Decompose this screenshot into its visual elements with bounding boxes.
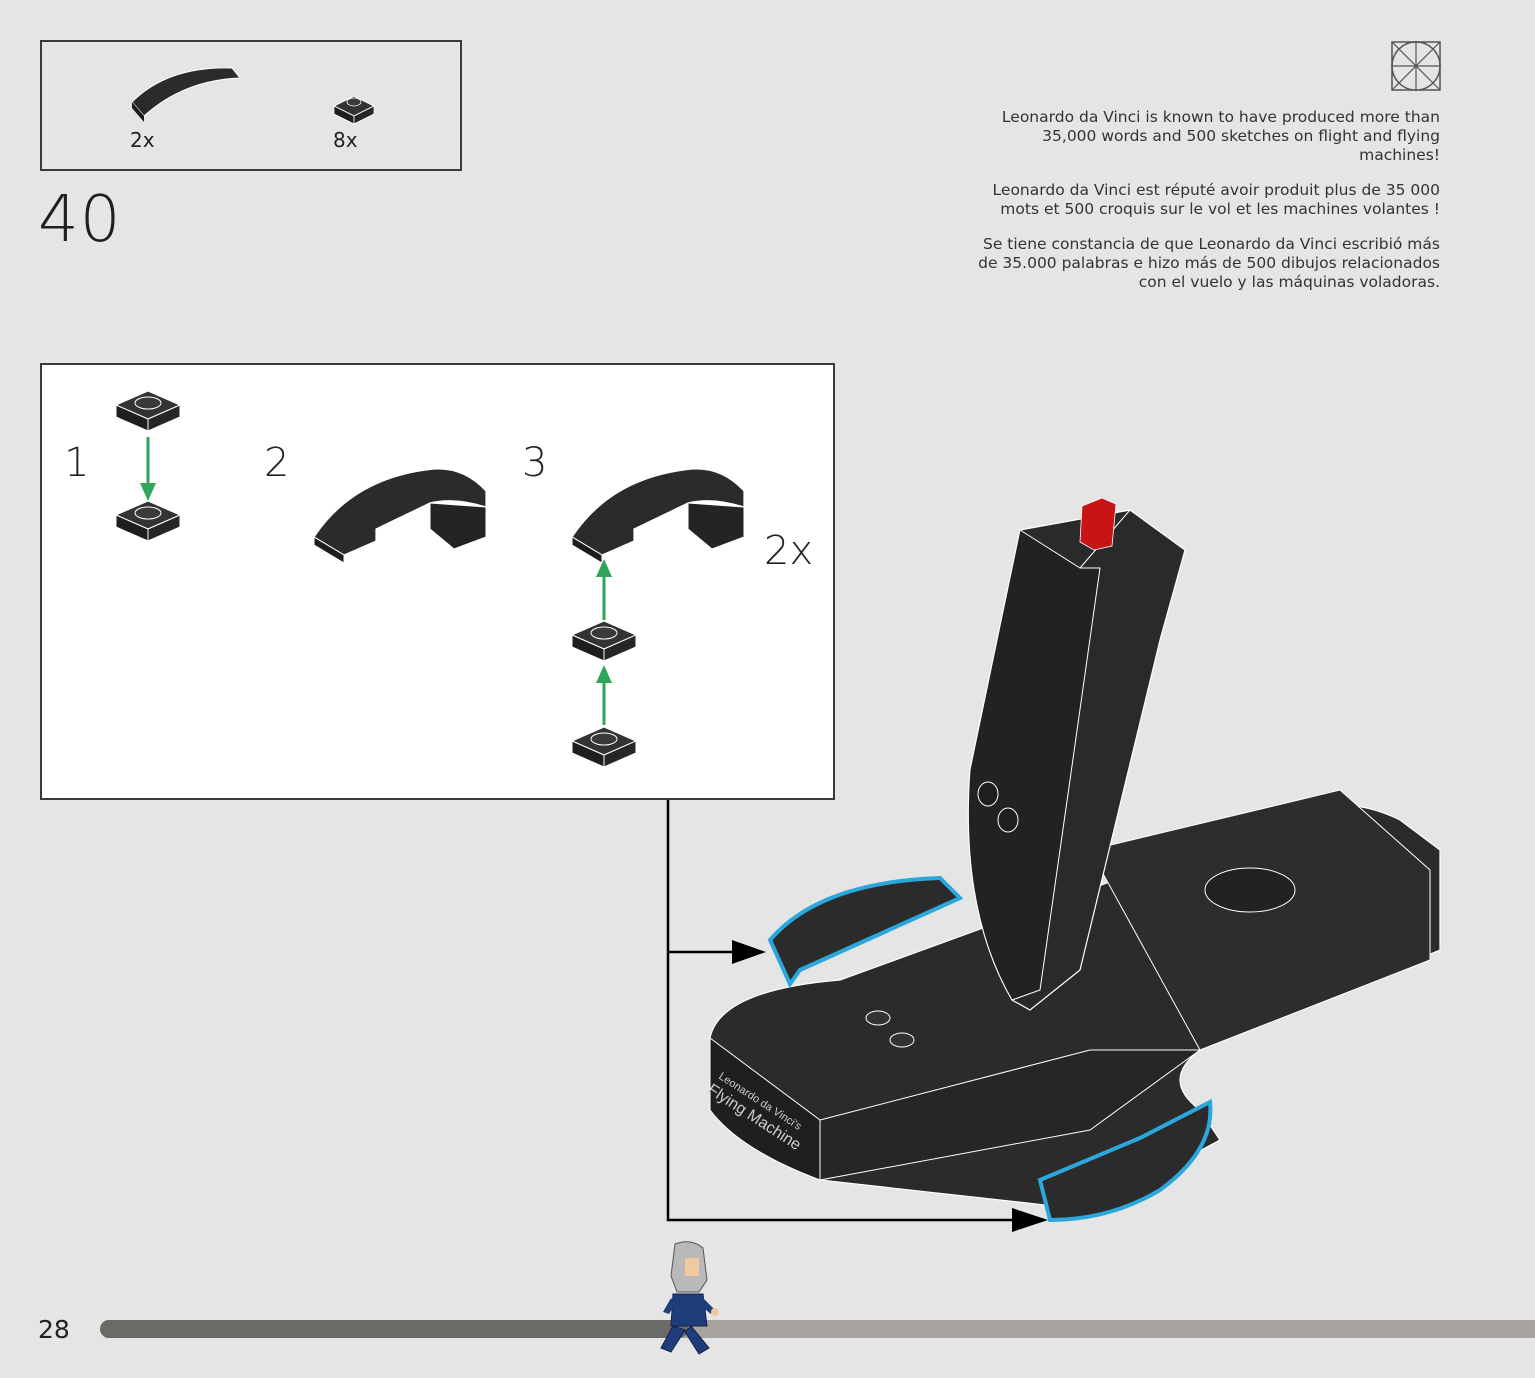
curved-slope-part-icon (131, 67, 242, 122)
page-number: 28 (38, 1315, 70, 1344)
plate-1x1-part-icon (332, 95, 376, 125)
part-quantity: 2x (130, 128, 155, 152)
plate-piece (571, 726, 637, 768)
fun-fact: Leonardo da Vinci is known to have produ… (960, 108, 1440, 308)
fact-spanish: Se tiene constancia de que Leonardo da V… (978, 235, 1440, 291)
fact-english: Leonardo da Vinci is known to have produ… (1001, 108, 1440, 164)
stud (865, 1010, 891, 1026)
sub-step-number: 3 (522, 440, 548, 486)
highlighted-piece (1037, 1098, 1213, 1223)
step-number: 40 (38, 183, 122, 257)
plate-piece (115, 390, 181, 432)
plate-piece (571, 620, 637, 662)
vitruvian-icon (1391, 41, 1441, 91)
fact-french: Leonardo da Vinci est réputé avoir produ… (992, 181, 1440, 218)
callout-arrow (1012, 1208, 1048, 1232)
red-axle-piece (1079, 497, 1117, 551)
sub-step-number: 2 (264, 440, 290, 486)
stud (889, 1032, 915, 1048)
main-model-illustration: Leonardo da Vinci's Flying Machine (666, 497, 1441, 1232)
sub-step-number: 1 (64, 440, 90, 486)
part-quantity: 8x (333, 128, 358, 152)
sub-assembly-box: 1 2 3 2x (40, 363, 835, 800)
sub-step-multiplier: 2x (764, 528, 814, 574)
callout-arrow (732, 940, 766, 964)
sub-assembly-illustration (115, 390, 745, 768)
progress-fill (100, 1320, 688, 1338)
curved-slope-assembly (313, 468, 487, 564)
highlighted-piece (767, 875, 964, 988)
leonardo-minifigure-icon (660, 1241, 719, 1355)
plate-piece (115, 500, 181, 542)
parts-list-box: 2x 8x (40, 40, 462, 171)
